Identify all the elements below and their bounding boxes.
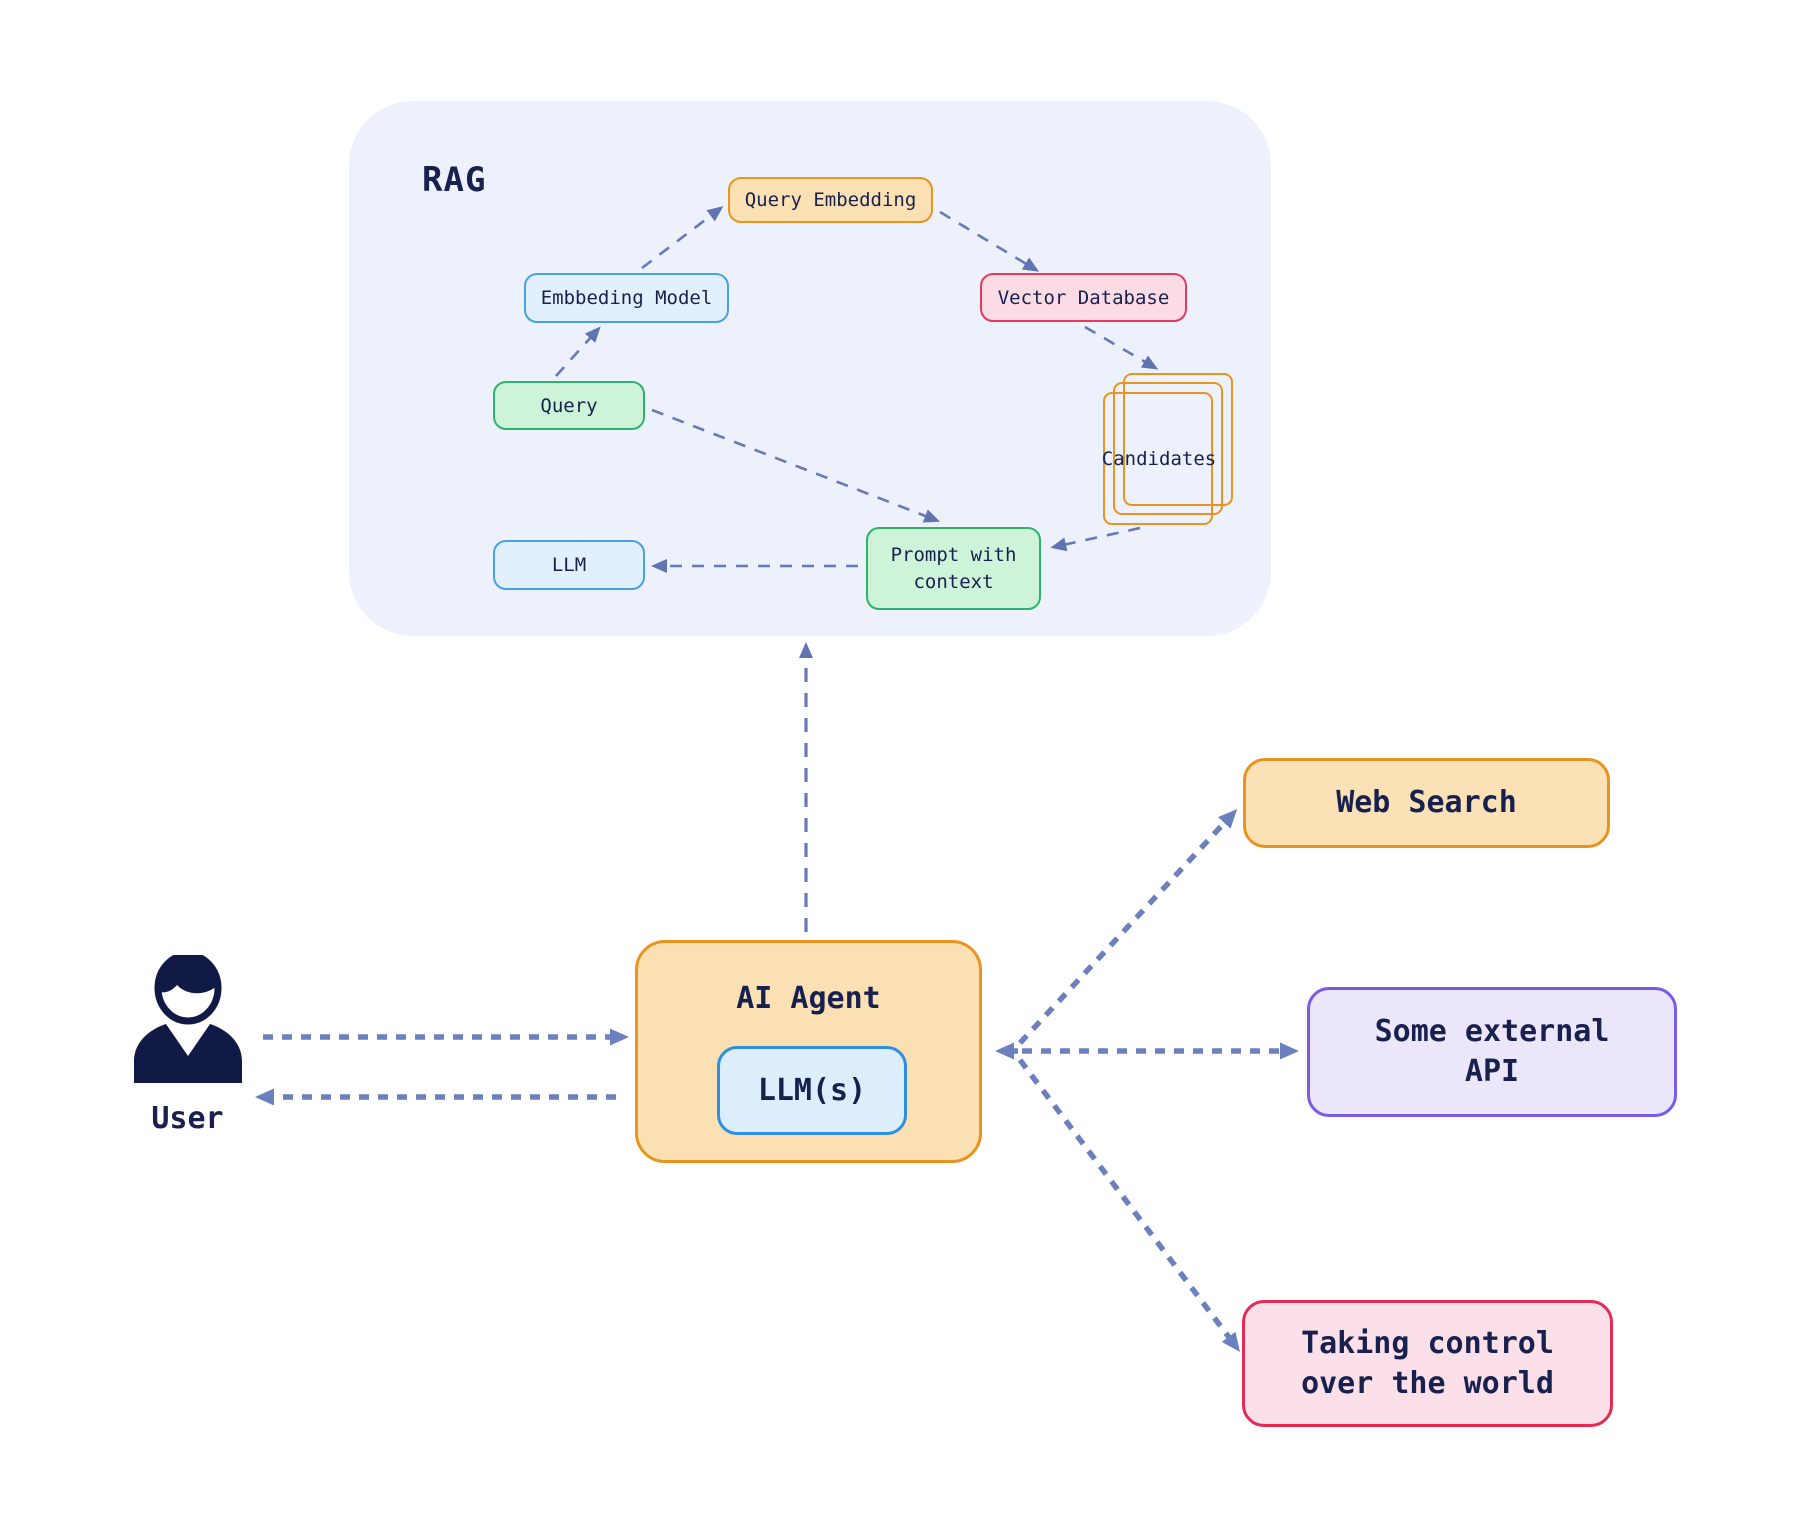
edge-query-to-prompt-with-context: [651, 408, 941, 523]
node-llm: LLM: [493, 540, 645, 590]
node-query: Query: [493, 381, 645, 430]
node-embbeding-model: Embbeding Model: [524, 273, 729, 323]
user-icon: [133, 951, 242, 1083]
candidates-card-front: [1103, 392, 1213, 525]
llms-box: LLM(s): [717, 1046, 907, 1135]
edge-ai-agent-to-web-search: [1017, 809, 1238, 1045]
web-search-box: Web Search: [1243, 758, 1610, 848]
ai-agent-box: AI Agent LLM(s): [635, 940, 982, 1163]
candidates-card-middle: [1113, 382, 1223, 515]
external-api-box: Some external API: [1307, 987, 1677, 1117]
candidates-card-back: [1123, 373, 1233, 506]
edge-query-to-embbeding-model: [555, 326, 601, 377]
node-vector-database: Vector Database: [980, 273, 1187, 322]
user: User: [120, 951, 255, 1136]
edge-candidates-to-prompt-with-context: [1050, 526, 1141, 552]
edge-query-embedding-to-vector-database: [939, 210, 1040, 272]
edge-ai-agent-to-taking-control: [1017, 1058, 1241, 1352]
node-query-embedding: Query Embedding: [728, 177, 933, 223]
user-label: User: [151, 1101, 224, 1136]
rag-title: RAG: [422, 160, 487, 200]
ai-agent-title: AI Agent: [736, 981, 881, 1016]
node-prompt-with-context: Prompt with context: [866, 527, 1041, 610]
taking-control-box: Taking control over the world: [1242, 1300, 1613, 1427]
edge-vector-database-to-candidates: [1084, 325, 1159, 370]
node-candidates: Candidates: [1101, 448, 1217, 470]
edge-embbeding-model-to-query-embedding: [641, 206, 724, 270]
